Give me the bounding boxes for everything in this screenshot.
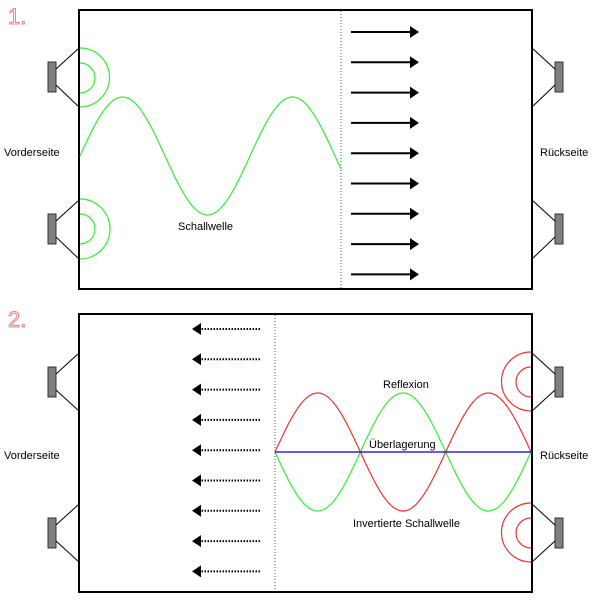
speaker-icon <box>531 352 564 412</box>
speaker-icon <box>47 352 80 412</box>
arrowhead-icon <box>410 177 419 190</box>
arrowhead-icon <box>192 413 201 426</box>
speaker-icon <box>531 47 564 108</box>
wave-label: Schallwelle <box>178 221 233 233</box>
arrowhead-icon <box>192 444 201 457</box>
speaker-icon <box>47 199 80 260</box>
front-side-label: Vorderseite <box>4 450 60 462</box>
arrowhead-icon <box>410 207 419 220</box>
panel-2: 2. <box>4 307 588 593</box>
reflection-wave <box>274 392 532 512</box>
arrowhead-icon <box>192 383 201 396</box>
speaker-icon <box>47 47 80 108</box>
arrowhead-icon <box>192 323 201 335</box>
sound-emission-icon <box>79 47 111 260</box>
arrowhead-icon <box>192 474 201 487</box>
arrowhead-icon <box>410 268 419 281</box>
arrowhead-icon <box>192 565 201 578</box>
inverted-wave <box>274 392 532 512</box>
arrowhead-icon <box>410 26 419 38</box>
enclosure-frame <box>78 9 533 290</box>
front-side-label: Vorderseite <box>4 147 60 159</box>
enclosure-frame <box>78 313 533 593</box>
arrowhead-icon <box>410 56 419 69</box>
arrowhead-icon <box>410 86 419 99</box>
speaker-icon <box>47 503 80 563</box>
panel-number: 1. <box>8 4 26 29</box>
sound-emission-icon <box>500 351 532 563</box>
superposition-label: Überlagerung <box>369 439 436 451</box>
arrowhead-icon <box>410 116 419 129</box>
reflection-label: Reflexion <box>383 379 429 391</box>
arrowhead-icon <box>192 535 201 548</box>
panel-number: 2. <box>8 307 26 332</box>
arrowhead-icon <box>192 504 201 517</box>
speaker-icon <box>531 503 564 563</box>
panel-1: 1. <box>4 4 588 290</box>
inverted-wave-label: Invertierte Schallwelle <box>353 518 460 530</box>
arrowhead-icon <box>410 238 419 251</box>
arrow-group-left <box>192 323 260 578</box>
arrowhead-icon <box>410 147 419 160</box>
arrow-group-right <box>351 26 419 281</box>
sound-wave <box>79 96 342 216</box>
arrowhead-icon <box>192 353 201 366</box>
speaker-icon <box>531 199 564 260</box>
back-side-label: Rückseite <box>540 147 588 159</box>
back-side-label: Rückseite <box>540 450 588 462</box>
